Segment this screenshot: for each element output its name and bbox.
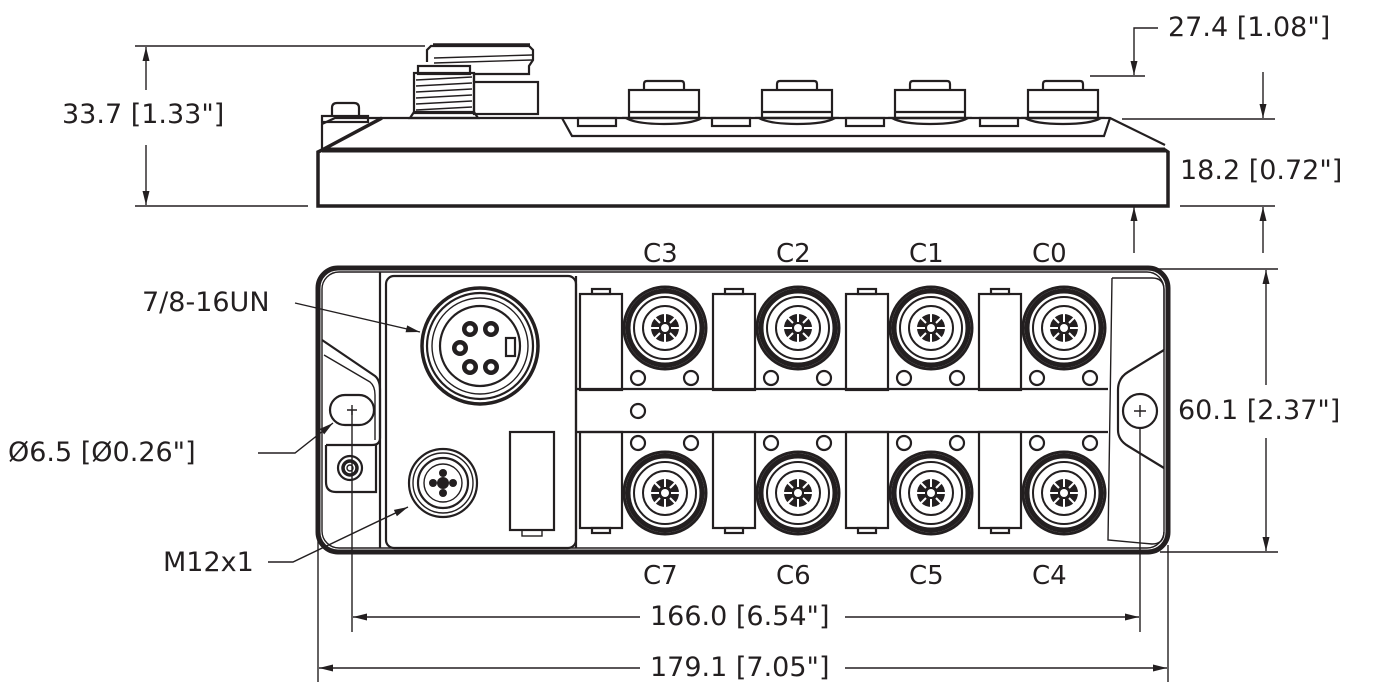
channel-label-c2: C2 — [776, 239, 811, 269]
top-dimensions — [258, 268, 1278, 682]
channel-label-c6: C6 — [776, 561, 811, 591]
channel-label-c4: C4 — [1032, 561, 1067, 591]
width-dimension: 60.1 [2.37"] — [1178, 395, 1341, 426]
side-view — [316, 43, 1170, 208]
fieldbus-connector-callout: M12x1 — [163, 547, 254, 578]
hole-spacing-dimension: 166.0 [6.54"] — [650, 601, 830, 632]
side-dimensions — [135, 27, 1275, 253]
channel-label-c3: C3 — [643, 239, 678, 269]
channel-label-c1: C1 — [909, 239, 944, 269]
channel-label-c5: C5 — [909, 561, 944, 591]
channel-label-c0: C0 — [1032, 239, 1067, 269]
housing-height-dimension: 18.2 [0.72"] — [1180, 155, 1343, 186]
connector-height-dimension: 27.4 [1.08"] — [1168, 12, 1331, 43]
overall-height-dimension: 33.7 [1.33"] — [62, 99, 225, 130]
channel-label-c7: C7 — [643, 561, 678, 591]
top-view — [315, 265, 1171, 555]
overall-length-dimension: 179.1 [7.05"] — [650, 652, 830, 683]
channel-ports — [578, 287, 1105, 534]
power-connector-callout: 7/8-16UN — [142, 287, 270, 318]
mounting-hole-callout: Ø6.5 [Ø0.26"] — [8, 437, 196, 468]
